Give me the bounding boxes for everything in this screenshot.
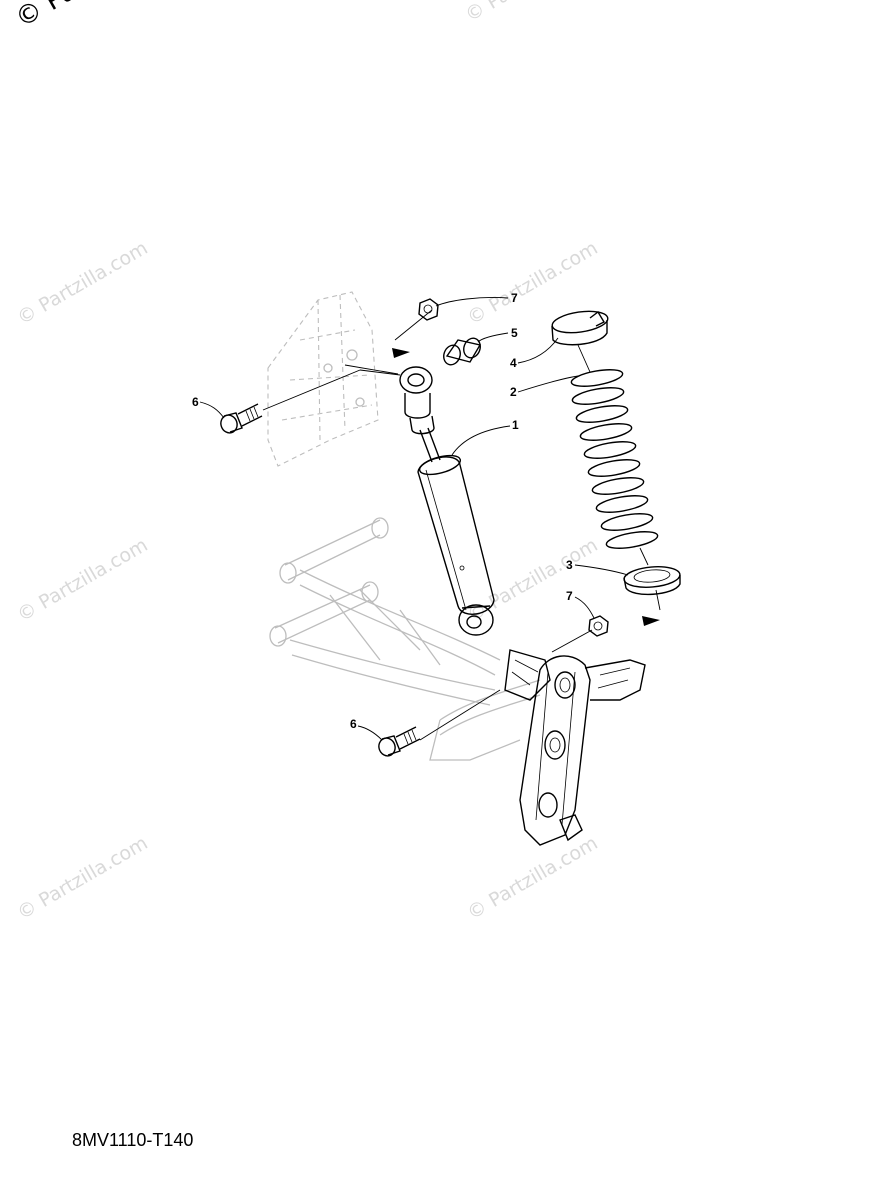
diagram-code: 8MV1110-T140	[72, 1130, 194, 1150]
watermarks: © Pa © Partzilla.com © Partzilla.com © P…	[11, 0, 602, 924]
callout-4: 4	[510, 356, 517, 370]
bolt-lower	[378, 726, 421, 757]
lock-nut-lower	[588, 615, 609, 637]
watermark: © Partzilla.com	[462, 0, 600, 26]
arrow-marker-bottom	[642, 616, 660, 626]
shock-absorber	[399, 366, 495, 636]
watermark: © Partzilla.com	[464, 237, 602, 329]
callout-6-lower: 6	[350, 717, 357, 731]
watermark: © Partzilla.com	[14, 237, 152, 329]
callout-6-upper: 6	[192, 395, 199, 409]
watermark: © Partzilla.com	[14, 832, 152, 924]
arrow-marker-top	[392, 348, 410, 358]
watermark: © Partzilla.com	[464, 534, 602, 626]
spring-seat-bottom	[623, 566, 681, 596]
bolt-upper	[220, 403, 263, 434]
callouts: 1 2 3 4 5 6 6 7 7	[192, 291, 573, 731]
a-arm	[269, 517, 541, 761]
bushing	[443, 337, 482, 366]
callout-leaders	[199, 297, 629, 741]
callout-5: 5	[511, 326, 518, 340]
coil-spring	[570, 369, 659, 549]
spindle-knuckle	[504, 649, 646, 846]
spring-retainer-top	[551, 310, 609, 346]
lock-nut-upper	[418, 298, 439, 321]
assembly-lines	[262, 309, 661, 741]
callout-7-lower: 7	[566, 589, 573, 603]
callout-7-upper: 7	[511, 291, 518, 305]
watermark-corner: © Pa	[11, 0, 82, 34]
callout-3: 3	[566, 558, 573, 572]
watermark: © Partzilla.com	[464, 832, 602, 924]
callout-2: 2	[510, 385, 517, 399]
callout-1: 1	[512, 418, 519, 432]
frame-bracket	[267, 291, 379, 467]
watermark: © Partzilla.com	[14, 534, 152, 626]
